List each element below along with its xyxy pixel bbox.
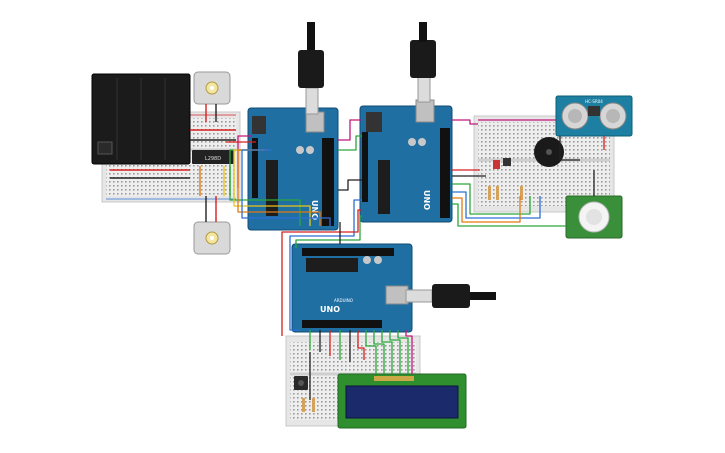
motor-icon <box>193 221 231 255</box>
buzzer-icon <box>534 137 564 167</box>
left-uno-logo: UNO <box>310 200 319 220</box>
battery-pack-icon <box>91 73 236 165</box>
ultrasonic-sensor: HC-SR04 <box>555 95 633 137</box>
bottom-resistors <box>302 398 315 412</box>
ultrasonic-label: HC-SR04 <box>585 99 603 104</box>
pir-sensor <box>565 195 623 239</box>
arduino-uno-middle: UNO <box>359 99 453 223</box>
usb-cable-icon <box>405 284 496 308</box>
bottom-uno-brand: ARDUINO <box>334 298 353 303</box>
mid-uno-logo: UNO <box>422 190 431 210</box>
bottom-uno-logo: UNO <box>320 305 340 314</box>
arduino-uno-bottom: UNO ARDUINO <box>291 243 413 333</box>
usb-cable-icon <box>298 22 324 115</box>
motor-driver-chip: L298D <box>192 150 234 164</box>
usb-cable-icon <box>410 22 436 103</box>
right-components <box>488 158 523 200</box>
motor-driver-label: L298D <box>205 156 221 162</box>
left-wires <box>110 104 231 222</box>
wiring <box>226 119 605 400</box>
motor-icon <box>193 71 231 105</box>
lcd-display <box>337 373 467 429</box>
pushbutton-icon <box>294 376 308 390</box>
